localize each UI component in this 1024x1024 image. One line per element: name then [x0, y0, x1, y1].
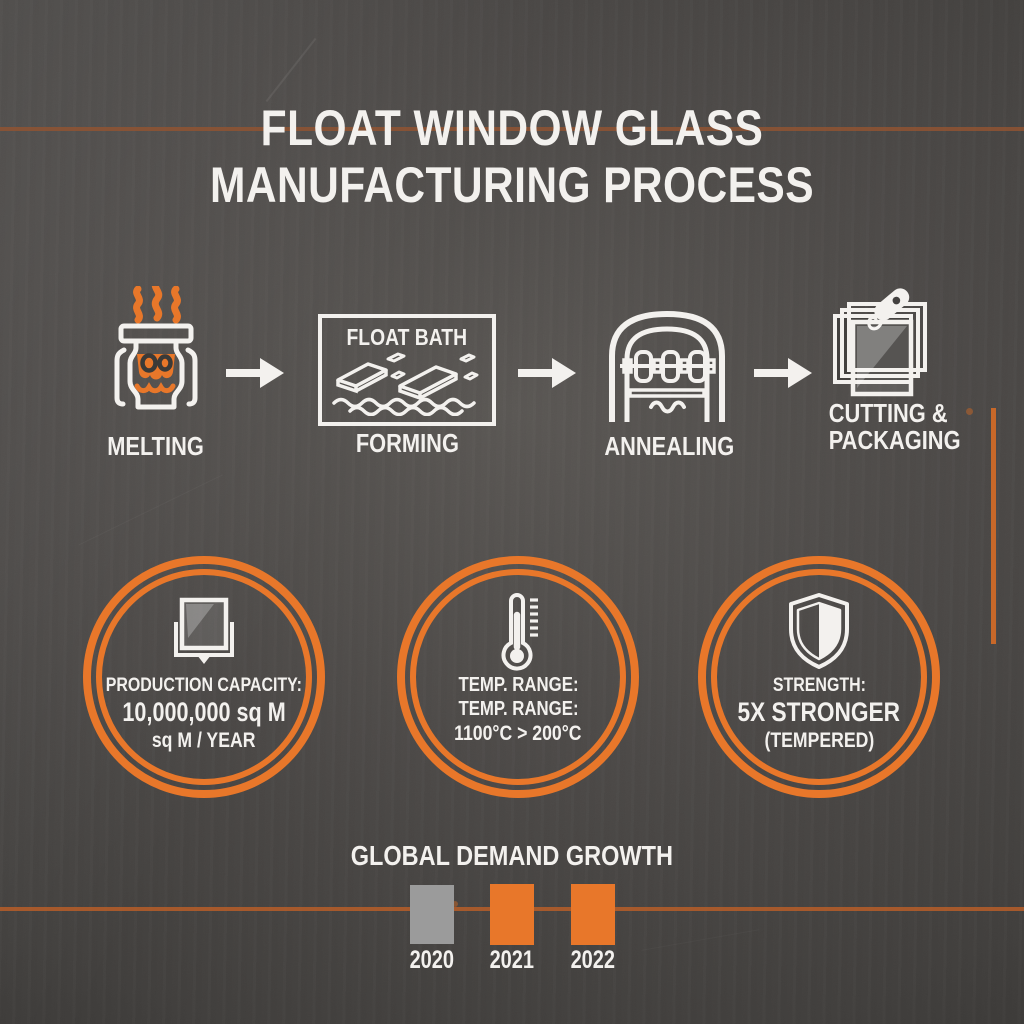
- glass-panel-icon-wrap: [154, 592, 254, 670]
- shield-icon: [789, 593, 849, 669]
- float-bath-box: FLOAT BATH: [318, 314, 496, 426]
- badge-line2: 5X STRONGER: [737, 697, 901, 727]
- demand-bar-2021: [490, 884, 534, 945]
- page-title: FLOAT WINDOW GLASS MANUFACTURING PROCESS: [0, 100, 1024, 214]
- thermometer-icon: [501, 593, 538, 671]
- title-accent-line: [0, 127, 1024, 131]
- stage-label-forming: FORMING: [355, 428, 460, 458]
- demand-bar-2020: [410, 885, 454, 944]
- badge-production-capacity: PRODUCTION CAPACITY: 10,000,000 sq M sq …: [83, 556, 325, 798]
- rust-speck: [452, 901, 458, 907]
- thermometer-icon-wrap: [490, 592, 546, 671]
- arrow-right-icon: [226, 358, 284, 388]
- stage-label-cutting-packaging: CUTTING & PACKAGING: [828, 398, 961, 455]
- float-bath-icon: [332, 352, 479, 416]
- badge-line3: 1100°C > 200°C: [454, 722, 582, 745]
- badge-line1: TEMP. RANGE:: [457, 674, 579, 696]
- badge-temperature-range: TEMP. RANGE: TEMP. RANGE: 1100°C > 200°C: [397, 556, 639, 798]
- badge-line2: 10,000,000 sq M: [122, 697, 286, 727]
- arrow-right-icon: [754, 358, 812, 388]
- demand-year-2021: 2021: [489, 946, 535, 974]
- vertical-accent-line: [991, 408, 996, 644]
- demand-section-title: GLOBAL DEMAND GROWTH: [350, 840, 674, 871]
- page-title-line1: FLOAT WINDOW GLASS: [260, 100, 764, 156]
- shield-icon-wrap: [782, 592, 856, 670]
- glass-stack-cutter-icon: [833, 288, 927, 397]
- page-title-line2: MANUFACTURING PROCESS: [210, 157, 814, 213]
- stage-label-melting: MELTING: [107, 431, 205, 461]
- annealing-lehr-icon: [609, 310, 725, 422]
- demand-bar-2022: [571, 884, 615, 945]
- badge-line2: TEMP. RANGE:: [457, 698, 579, 720]
- badge-line3: sq M / YEAR: [152, 729, 256, 752]
- badge-line1: PRODUCTION CAPACITY:: [105, 675, 303, 696]
- rust-speck: [966, 408, 973, 415]
- demand-year-2020: 2020: [409, 946, 455, 974]
- demand-year-2022: 2022: [570, 946, 616, 974]
- stage-label-annealing: ANNEALING: [604, 431, 735, 461]
- arrow-right-icon: [518, 358, 576, 388]
- badge-line1: STRENGTH:: [772, 675, 866, 696]
- glass-panel-icon: [174, 597, 234, 664]
- badge-line3: (TEMPERED): [764, 729, 874, 752]
- furnace-icon: [114, 286, 198, 410]
- badge-strength: STRENGTH: 5X STRONGER (TEMPERED): [698, 556, 940, 798]
- float-bath-label: FLOAT BATH: [346, 324, 468, 350]
